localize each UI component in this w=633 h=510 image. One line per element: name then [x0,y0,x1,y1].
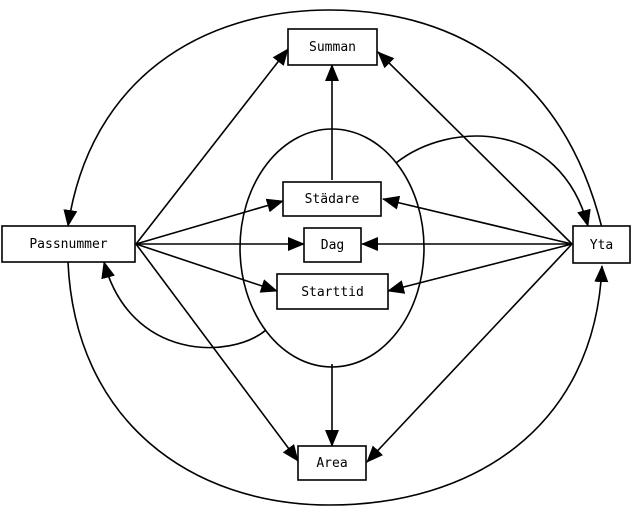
edge-passnummer-stadare [135,198,284,245]
edge-yta-summan [377,51,573,245]
node-dag-label: Dag [321,238,344,253]
node-yta-label: Yta [590,238,613,253]
node-stadare: Städare [282,181,382,217]
edge-group-passnummer-curve [101,261,267,349]
node-starttid-label: Starttid [301,285,364,300]
node-summan-label: Summan [309,40,356,55]
outer-circle-arc-top [63,9,603,229]
outer-circle-arc-bottom [67,261,609,506]
node-yta: Yta [572,225,631,264]
node-starttid: Starttid [276,273,389,310]
node-passnummer: Passnummer [1,225,136,263]
edge-passnummer-summan [135,48,289,245]
edge-group-yta-curve [395,135,591,227]
node-passnummer-label: Passnummer [29,237,107,252]
edge-passnummer-area [135,243,299,462]
edge-yta-stadare [382,195,573,245]
node-dag: Dag [303,227,362,263]
edge-yta-area [366,243,573,463]
node-area: Area [297,445,367,481]
edge-passnummer-starttid [135,243,278,293]
node-summan: Summan [287,28,378,66]
node-area-label: Area [316,456,347,471]
edge-yta-starttid [387,243,573,294]
node-stadare-label: Städare [305,192,360,207]
